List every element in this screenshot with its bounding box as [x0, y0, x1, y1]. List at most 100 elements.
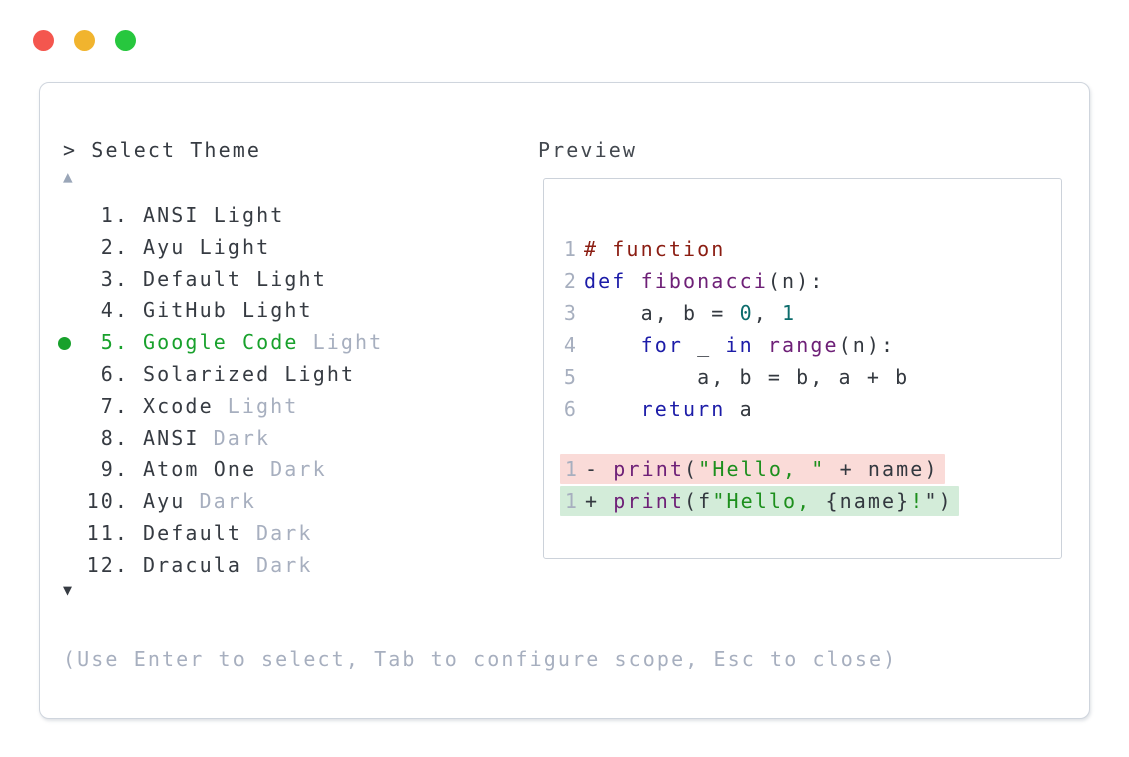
theme-item-name: Google Code [143, 330, 299, 355]
line-text: a, b = 0, 1 [584, 297, 796, 329]
theme-list: 1. ANSI Light 2. Ayu Light 3. Default Li… [40, 200, 520, 582]
code-token: , [753, 301, 783, 325]
code-token: print [613, 489, 685, 513]
theme-list-item-xcode[interactable]: 7. Xcode Light [40, 391, 520, 423]
theme-item-number: 8. [100, 425, 129, 450]
line-text: for _ in range(n): [584, 329, 895, 361]
code-token: 0 [739, 301, 754, 325]
maximize-button[interactable] [115, 30, 136, 51]
code-line: 3 a, b = 0, 1 [544, 297, 1061, 329]
theme-list-item-solarized-light[interactable]: 6. Solarized Light [40, 359, 520, 391]
minimize-button[interactable] [74, 30, 95, 51]
preview-panel: 1 # function 2 def fibonacci(n): 3 a, b … [543, 178, 1062, 559]
theme-item-variant: Light [227, 393, 299, 418]
theme-list-item-default-light[interactable]: 3. Default Light [40, 264, 520, 296]
theme-list-item-ayu-light[interactable]: 2. Ayu Light [40, 232, 520, 264]
selected-bullet-icon [58, 336, 71, 350]
theme-picker-window: > Select Theme ▲ 1. ANSI Light 2. Ayu Li… [39, 82, 1090, 719]
line-number: 2 [563, 269, 578, 293]
code-token: range [767, 333, 839, 357]
line-text: a, b = b, a + b [584, 361, 909, 393]
window-controls [33, 30, 136, 51]
theme-list-item-github-light[interactable]: 4. GitHub Light [40, 295, 520, 327]
scroll-down-indicator[interactable]: ▼ [63, 581, 73, 599]
code-diff-gap [544, 425, 1061, 454]
theme-item-number: 12. [86, 552, 129, 577]
code-token: ") [924, 489, 953, 513]
code-token: for [640, 333, 684, 357]
code-token: ( [684, 457, 699, 481]
code-token: + name) [825, 457, 939, 481]
code-token: a, b = b, a + b [584, 365, 910, 389]
theme-item-number: 10. [86, 489, 129, 514]
code-line: 1 # function [544, 233, 1061, 265]
diff-line-removed: 1 - print("Hello, " + name) [560, 454, 945, 484]
code-token: fibonacci [640, 269, 768, 293]
line-text: + print(f"Hello, {name}!") [585, 486, 953, 516]
line-number: 1 [563, 237, 578, 261]
code-block: 1 # function 2 def fibonacci(n): 3 a, b … [544, 233, 1061, 425]
code-token [754, 333, 768, 357]
theme-item-variant: Dark [256, 520, 313, 545]
theme-item-name: Solarized Light [143, 361, 356, 386]
code-token [626, 269, 640, 293]
theme-item-name: Default [143, 520, 242, 545]
line-number: 6 [563, 397, 578, 421]
close-button[interactable] [33, 30, 54, 51]
code-token: a, b = [584, 301, 740, 325]
code-token: _ [683, 333, 726, 357]
theme-item-number: 3. [100, 266, 129, 291]
theme-item-number: 4. [100, 298, 129, 323]
code-token: (n): [767, 269, 825, 293]
code-line: 4 for _ in range(n): [544, 329, 1061, 361]
code-token: + [585, 489, 614, 513]
code-token: a [725, 397, 754, 421]
prompt-symbol: > [63, 138, 92, 162]
line-number: 1 [564, 457, 579, 481]
preview-label: Preview [538, 138, 637, 162]
line-text: return a [584, 393, 754, 425]
line-text: # function [584, 233, 725, 265]
code-line: 5 a, b = b, a + b [544, 361, 1061, 393]
footer-hint: (Use Enter to select, Tab to configure s… [63, 647, 898, 671]
theme-item-name: ANSI Light [143, 203, 285, 227]
diff-line-added: 1 + print(f"Hello, {name}!") [560, 486, 959, 516]
theme-item-number: 5. [100, 330, 129, 355]
theme-item-name: GitHub Light [143, 298, 313, 323]
code-token: 1 [782, 301, 797, 325]
theme-item-number: 1. [100, 203, 129, 227]
code-line: 6 return a [544, 393, 1061, 425]
theme-list-item-ansi[interactable]: 8. ANSI Dark [40, 423, 520, 455]
code-token: (f [684, 489, 713, 513]
theme-item-name: Dracula [143, 552, 242, 577]
code-line: 2 def fibonacci(n): [544, 265, 1061, 297]
code-token: (n): [838, 333, 896, 357]
theme-item-variant: Dark [270, 457, 327, 482]
code-token: "Hello, " [698, 457, 826, 481]
code-token: in [725, 333, 754, 357]
line-text: def fibonacci(n): [584, 265, 824, 297]
theme-list-item-default[interactable]: 11. Default Dark [40, 518, 520, 550]
theme-item-name: Ayu [143, 489, 186, 514]
code-token: print [613, 457, 685, 481]
scroll-up-indicator[interactable]: ▲ [63, 167, 73, 186]
code-token: {name} [825, 489, 911, 513]
theme-item-name: Xcode [143, 393, 214, 418]
theme-list-item-google-code[interactable]: 5. Google Code Light [40, 327, 520, 359]
theme-list-item-dracula[interactable]: 12. Dracula Dark [40, 550, 520, 582]
theme-list-item-ansi-light[interactable]: 1. ANSI Light [40, 200, 520, 232]
theme-item-number: 6. [100, 361, 129, 386]
theme-list-item-atom-one[interactable]: 9. Atom One Dark [40, 454, 520, 486]
code-token: # function [584, 237, 726, 261]
theme-item-number: 7. [100, 393, 129, 418]
theme-item-name: ANSI [143, 425, 200, 450]
diff-block: 1 - print("Hello, " + name) 1 + print(f"… [544, 454, 1061, 516]
theme-item-variant: Dark [199, 489, 257, 514]
line-text: - print("Hello, " + name) [585, 454, 939, 484]
theme-item-name: Atom One [143, 457, 257, 482]
theme-item-number: 9. [100, 457, 129, 482]
theme-item-variant: Light [312, 330, 384, 355]
theme-list-item-ayu[interactable]: 10. Ayu Dark [40, 486, 520, 518]
theme-item-variant: Dark [213, 425, 271, 450]
line-number: 3 [563, 301, 578, 325]
